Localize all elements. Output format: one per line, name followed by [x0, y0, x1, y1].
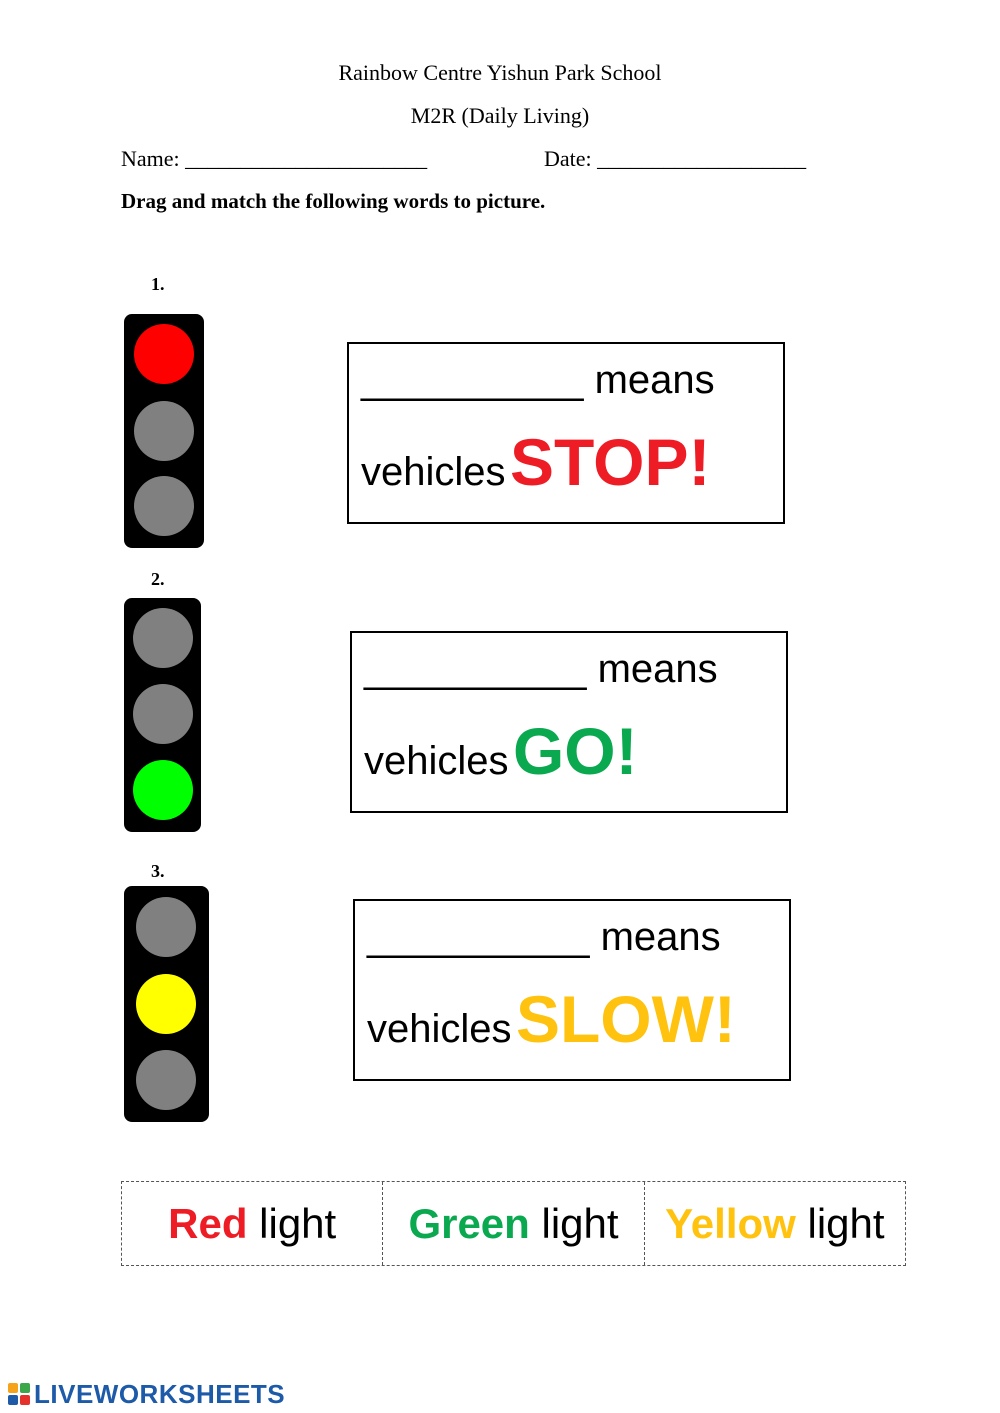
- word-bank: Red light Green light Yellow light: [121, 1181, 906, 1266]
- liveworksheets-logo[interactable]: LIVEWORKSHEETS: [8, 1378, 286, 1409]
- green-lamp-icon: [133, 760, 193, 820]
- action-slow: SLOW!: [515, 982, 736, 1056]
- vehicles-text: vehicles: [361, 450, 506, 494]
- action-stop: STOP!: [509, 425, 711, 499]
- name-field[interactable]: Name: ______________________: [121, 146, 428, 171]
- word-green-light[interactable]: Green light: [382, 1182, 643, 1265]
- word-rest: light: [247, 1199, 337, 1247]
- question-number: 1.: [151, 274, 165, 294]
- off-lamp-icon: [133, 684, 193, 744]
- traffic-light-green-icon: [124, 598, 201, 832]
- answer-blank[interactable]: __________: [367, 915, 590, 959]
- word-rest: light: [529, 1199, 619, 1247]
- action-go: GO!: [512, 714, 638, 788]
- question-number: 2.: [151, 569, 165, 589]
- date-field[interactable]: Date: ___________________: [544, 146, 807, 171]
- vehicles-text: vehicles: [364, 739, 509, 783]
- answer-blank[interactable]: __________: [364, 647, 587, 691]
- red-lamp-icon: [134, 324, 194, 384]
- means-text: means: [600, 915, 721, 959]
- off-lamp-icon: [134, 401, 194, 461]
- question-number: 3.: [151, 861, 165, 881]
- off-lamp-icon: [134, 476, 194, 536]
- school-name: Rainbow Centre Yishun Park School: [338, 60, 662, 85]
- off-lamp-icon: [133, 608, 193, 668]
- off-lamp-icon: [136, 897, 196, 957]
- word-color-green: Green: [408, 1199, 530, 1247]
- subject-title: M2R (Daily Living): [410, 103, 590, 128]
- answer-blank[interactable]: __________: [361, 358, 584, 402]
- means-text: means: [594, 358, 715, 402]
- yellow-lamp-icon: [136, 974, 196, 1034]
- answer-box-3[interactable]: __________ means vehicles SLOW!: [353, 899, 791, 1081]
- off-lamp-icon: [136, 1050, 196, 1110]
- word-color-yellow: Yellow: [665, 1199, 796, 1247]
- answer-box-2[interactable]: __________ means vehicles GO!: [350, 631, 788, 813]
- logo-grid-icon: [8, 1383, 30, 1405]
- traffic-light-yellow-icon: [124, 886, 209, 1122]
- means-text: means: [597, 647, 718, 691]
- word-red-light[interactable]: Red light: [122, 1182, 382, 1265]
- answer-box-1[interactable]: __________ means vehicles STOP!: [347, 342, 785, 524]
- word-yellow-light[interactable]: Yellow light: [643, 1182, 905, 1265]
- traffic-light-red-icon: [124, 314, 204, 548]
- word-rest: light: [795, 1199, 885, 1247]
- word-color-red: Red: [168, 1199, 248, 1247]
- vehicles-text: vehicles: [367, 1007, 512, 1051]
- logo-text: LIVEWORKSHEETS: [34, 1378, 286, 1409]
- instruction-text: Drag and match the following words to pi…: [121, 189, 546, 213]
